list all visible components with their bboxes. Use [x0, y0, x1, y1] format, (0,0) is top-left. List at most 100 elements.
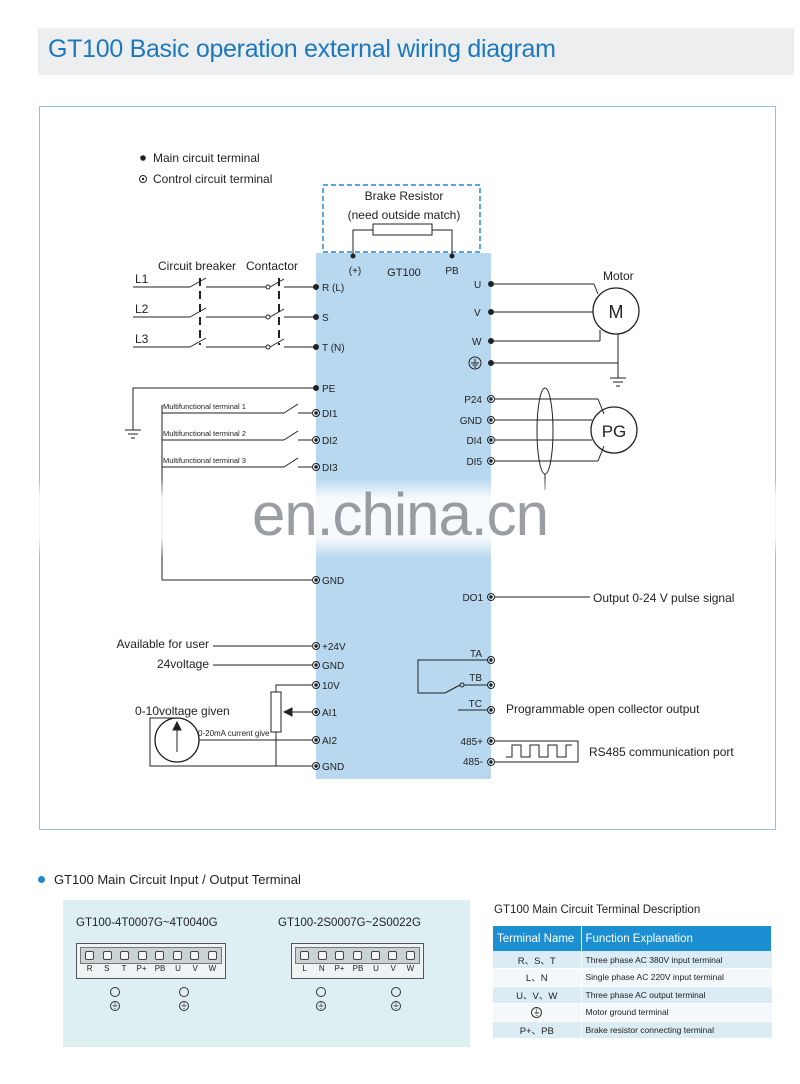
pe-ground: PE: [125, 384, 336, 439]
terminal-s: S: [322, 313, 329, 324]
block1-ground-left-icon: ⏚: [110, 987, 121, 1015]
terminal-block-1: R S T P+ PB U V W: [76, 943, 226, 979]
function-cell: Single phase AC 220V input terminal: [581, 968, 772, 987]
terminal-p24: P24: [464, 395, 482, 406]
terminal-485n: 485-: [463, 757, 483, 768]
terminal-blocks-panel: GT100-4T0007G~4T0040G R S T P+ PB U V W ⏚ ⏚ GT1…: [63, 900, 470, 1047]
encoder-section: P24 GND DI4 DI5 PG: [460, 387, 638, 490]
table-header-row: Terminal Name Function Explanation: [493, 926, 772, 951]
terminal-name-cell: U、V、W: [493, 986, 582, 1004]
do1-label: Output 0-24 V pulse signal: [593, 591, 734, 605]
user-power-label-2: 24voltage: [157, 657, 209, 671]
terminal-di4: DI4: [466, 436, 482, 447]
terminal-ai2: AI2: [322, 736, 337, 747]
motor-section: Motor M U V W: [468, 269, 640, 387]
description-title: GT100 Main Circuit Terminal Description: [494, 904, 701, 916]
terminal-di5: DI5: [466, 457, 482, 468]
resistor-icon: [372, 223, 433, 236]
terminal-t: T (N): [322, 343, 345, 354]
block2-terminal-label: W: [406, 964, 415, 973]
ground-symbol-icon: ⏚: [531, 1006, 543, 1018]
multi-label-3: Multifunctional terminal 3: [163, 456, 246, 465]
breaker-label: Circuit breaker: [158, 259, 236, 273]
function-cell: Three phase AC output terminal: [581, 986, 772, 1004]
brake-resistor: Brake Resistor (need outside match) (+) …: [322, 184, 481, 279]
description-table: Terminal Name Function Explanation R、S、T…: [493, 926, 772, 1039]
line-l3: L3: [135, 332, 149, 346]
block2-ground-left-icon: ⏚: [316, 987, 327, 1015]
legend-main: Main circuit terminal: [153, 151, 260, 165]
terminal-gnd-pg: GND: [460, 416, 482, 427]
terminal-10v: 10V: [322, 681, 340, 692]
current-give-label: 0-20mA current give: [198, 729, 270, 738]
terminal-tb: TB: [469, 673, 482, 684]
block1-terminal-label: P+: [136, 964, 147, 973]
block1-terminal-label: V: [192, 964, 198, 973]
terminal-24v: +24V: [322, 642, 346, 653]
terminal-di3: DI3: [322, 463, 338, 474]
block1-labels: R S T P+ PB U V W: [81, 964, 221, 976]
block1-terminal-label: W: [208, 964, 217, 973]
pulse-waveform-icon: [506, 744, 572, 758]
block2-ground-right-icon: ⏚: [391, 987, 402, 1015]
block1-model: GT100-4T0007G~4T0040G: [76, 917, 218, 929]
block1-terminal-label: S: [104, 964, 110, 973]
header-terminal-name: Terminal Name: [493, 926, 582, 951]
voltage-given-label: 0-10voltage given: [135, 704, 230, 718]
watermark: en.china.cn: [252, 481, 549, 548]
table-row: ⏚ Motor ground terminal: [493, 1003, 772, 1022]
input-power: Circuit breaker Contactor L1 L2 L3 R (L): [133, 259, 345, 354]
function-cell: Brake resistor connecting terminal: [581, 1021, 772, 1039]
page-title: GT100 Basic operation external wiring di…: [48, 35, 556, 63]
brake-note: (need outside match): [348, 208, 461, 222]
encoder-symbol: PG: [602, 422, 627, 441]
block1-terminal-label: U: [175, 964, 181, 973]
terminal-di2: DI2: [322, 436, 338, 447]
user-power-section: Available for user 24voltage +24V GND: [117, 637, 346, 672]
terminal-ta: TA: [470, 649, 482, 660]
block2-model: GT100-2S0007G~2S0022G: [278, 917, 421, 929]
terminal-do1: DO1: [462, 593, 483, 604]
function-cell: Three phase AC 380V input terminal: [581, 951, 772, 969]
motor-label: Motor: [603, 269, 634, 283]
rs485-section: 485+ 485- RS485 communication port: [460, 737, 734, 768]
table-row: L、N Single phase AC 220V input terminal: [493, 968, 772, 987]
bullet-icon: [38, 876, 45, 884]
terminal-name-cell: P+、PB: [493, 1021, 582, 1039]
header-function: Function Explanation: [581, 926, 772, 951]
drive-name: GT100: [387, 267, 421, 279]
function-cell: Motor ground terminal: [581, 1003, 772, 1022]
block1-terminal-label: R: [86, 964, 93, 973]
terminal-gnd-analog: GND: [322, 762, 344, 773]
terminal-485p: 485+: [460, 737, 483, 748]
table-row: U、V、W Three phase AC output terminal: [493, 986, 772, 1004]
wiring-diagram: Main circuit terminal Control circuit te…: [117, 151, 734, 779]
main-terminal-dot-icon: [140, 155, 146, 161]
terminal-v: V: [474, 308, 481, 319]
line-l2: L2: [135, 302, 149, 316]
watermark-band: [0, 478, 800, 558]
terminal-name-cell: ⏚: [493, 1003, 582, 1022]
legend-control: Control circuit terminal: [153, 172, 272, 186]
do1-section: DO1 Output 0-24 V pulse signal: [462, 591, 734, 605]
relay-section: TA TB TC Programmable open collector out…: [417, 649, 700, 716]
block1-ground-right-icon: ⏚: [179, 987, 190, 1015]
block1-terminal-label: T: [121, 964, 127, 973]
control-terminal-ring-icon: [139, 175, 147, 183]
terminal-section-heading: GT100 Main Circuit Input / Output Termin…: [38, 872, 301, 887]
terminal-heading-text: GT100 Main Circuit Input / Output Termin…: [54, 872, 301, 887]
motor-icon: [592, 287, 640, 335]
terminal-pe: PE: [322, 384, 336, 395]
potentiometer-icon: [270, 691, 282, 733]
terminal-ai1: AI1: [322, 708, 337, 719]
table-row: R、S、T Three phase AC 380V input terminal: [493, 951, 772, 969]
block2-terminal-label: P+: [334, 964, 345, 973]
ground-terminal-icon: [468, 356, 482, 370]
analog-section: 0-10voltage given 10V AI1 AI2 GND 0-20mA…: [135, 681, 344, 773]
table-row: P+、PB Brake resistor connecting terminal: [493, 1021, 772, 1039]
terminal-name-cell: L、N: [493, 968, 582, 987]
terminal-w: W: [472, 337, 482, 348]
block1-terminal-label: PB: [154, 964, 166, 973]
